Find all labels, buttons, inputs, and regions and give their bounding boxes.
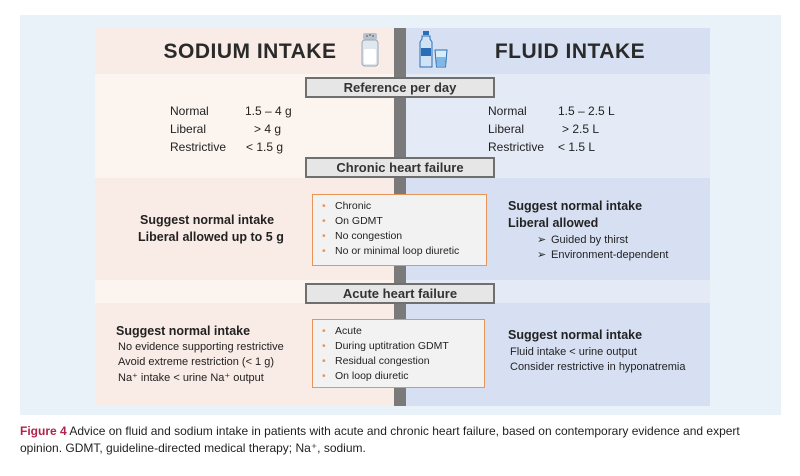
acute-fluid-line: Consider restrictive in hyponatremia xyxy=(510,361,686,373)
sodium-liberal-value: > 4 g xyxy=(254,122,282,136)
chronic-fluid-sublist: ➢ Guided by thirst ➢ Environment-dependent xyxy=(537,233,668,263)
sodium-liberal-label: Liberal xyxy=(170,122,207,136)
figure-label: Figure 4 xyxy=(20,424,67,438)
acute-heart-failure-label: Acute heart failure xyxy=(305,283,495,304)
fluid-normal-value: 1.5 – 2.5 L xyxy=(558,104,615,118)
sodium-restrictive-label: Restrictive xyxy=(170,140,227,154)
chronic-fluid-advice: Suggest normal intake xyxy=(508,199,643,213)
arrow-icon: ➢ xyxy=(537,234,547,246)
arrow-icon: ➢ xyxy=(537,249,547,261)
sodium-normal-value: 1.5 – 4 g xyxy=(245,104,292,118)
chronic-fluid-liberal: Liberal allowed xyxy=(508,216,599,230)
caption-text: Advice on fluid and sodium intake in pat… xyxy=(20,424,740,455)
fluid-normal-label: Normal xyxy=(488,104,527,118)
figure-caption: Figure 4 Advice on fluid and sodium inta… xyxy=(20,423,780,457)
fluid-liberal-value: > 2.5 L xyxy=(562,122,600,136)
criteria-item: No or minimal loop diuretic xyxy=(322,244,480,259)
acute-sodium-line: No evidence supporting restrictive xyxy=(118,341,284,353)
chronic-sodium-advice: Suggest normal intake xyxy=(140,213,275,227)
chronic-heart-failure-label: Chronic heart failure xyxy=(305,157,495,178)
chronic-criteria-box: Chronic On GDMT No congestion No or mini… xyxy=(312,194,487,266)
fluid-sub-item: Guided by thirst xyxy=(551,234,629,246)
reference-per-day-label: Reference per day xyxy=(305,77,495,98)
fluid-restrictive-label: Restrictive xyxy=(488,140,545,154)
acute-fluid-line: Fluid intake < urine output xyxy=(510,346,637,358)
fluid-intake-title: FLUID INTAKE xyxy=(494,40,646,63)
water-bottle-icon xyxy=(419,31,448,68)
acute-sodium-advice: Suggest normal intake xyxy=(116,324,251,338)
fluid-header-band xyxy=(405,28,710,74)
fluid-sub-item: Environment-dependent xyxy=(551,249,669,261)
sodium-intake-title: SODIUM INTAKE xyxy=(163,40,337,63)
criteria-item: Residual congestion xyxy=(322,354,478,369)
sodium-normal-label: Normal xyxy=(170,104,209,118)
criteria-item: Acute xyxy=(322,324,478,339)
sodium-restrictive-value: < 1.5 g xyxy=(246,140,284,154)
fluid-restrictive-value: < 1.5 L xyxy=(558,140,596,154)
acute-sodium-line: Avoid extreme restriction (< 1 g) xyxy=(118,356,274,368)
sodium-header-band xyxy=(95,28,395,74)
criteria-item: On GDMT xyxy=(322,214,480,229)
salt-shaker-icon xyxy=(361,33,379,67)
acute-fluid-advice: Suggest normal intake xyxy=(508,328,643,342)
criteria-item: Chronic xyxy=(322,199,480,214)
acute-sodium-line: Na⁺ intake < urine Na⁺ output xyxy=(118,372,264,384)
chronic-sodium-liberal: Liberal allowed up to 5 g xyxy=(138,230,284,244)
criteria-item: No congestion xyxy=(322,229,480,244)
acute-criteria-box: Acute During uptitration GDMT Residual c… xyxy=(312,319,485,388)
criteria-item: During uptitration GDMT xyxy=(322,339,478,354)
criteria-item: On loop diuretic xyxy=(322,369,478,384)
fluid-liberal-label: Liberal xyxy=(488,122,525,136)
